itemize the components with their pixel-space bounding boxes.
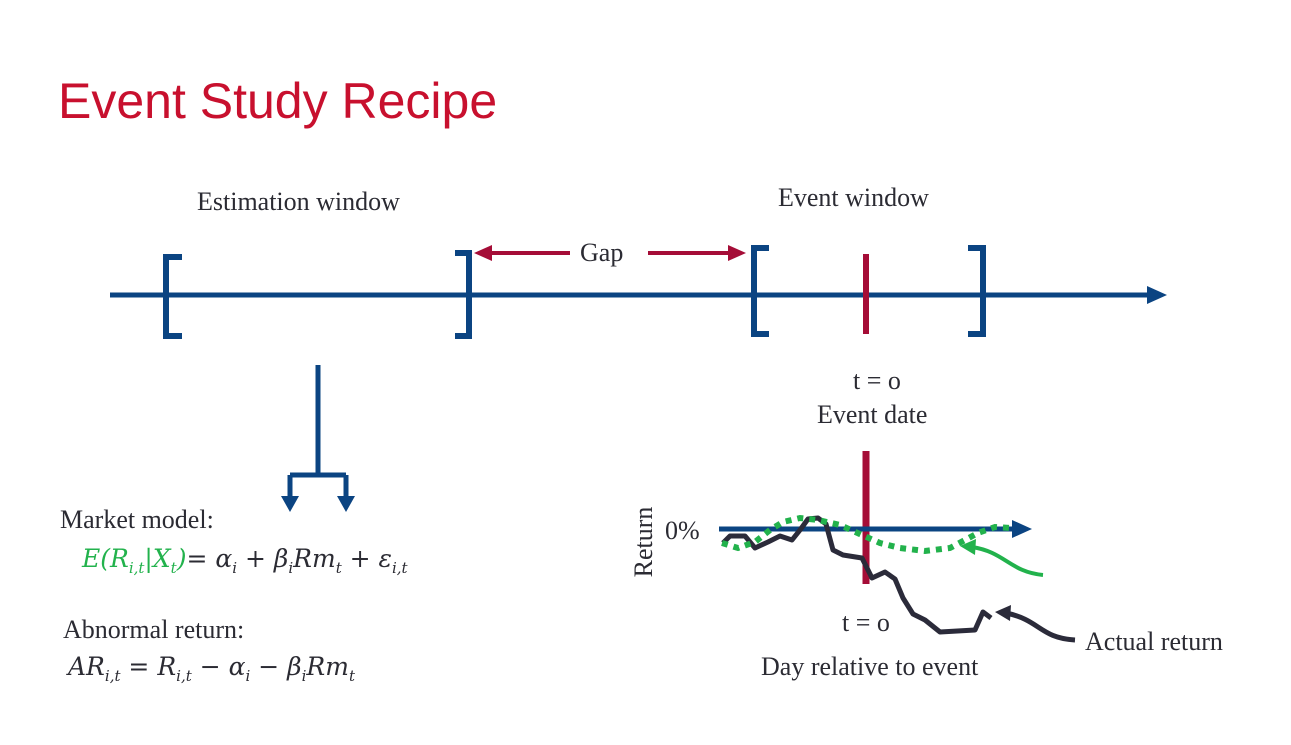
t0-label: t = o (853, 366, 901, 395)
event-date-label: Event date (817, 400, 928, 429)
estimation-close-bracket (455, 250, 472, 339)
slide-title: Event Study Recipe (58, 73, 498, 129)
x-axis-label: Day relative to event (761, 652, 979, 681)
chart-t0-label: t = o (842, 608, 890, 637)
market-model-equation: E(Ri,t|Xt)= αi + βiRmt + εi,t (82, 544, 408, 577)
market-model-label: Market model: (60, 505, 214, 534)
down-arrow-icon (337, 496, 355, 512)
y-axis-label: Return (629, 506, 658, 578)
abnormal-return-equation: ARi,t = Ri,t − αi − βiRmt (68, 652, 355, 685)
actual-return-pointer (1005, 610, 1076, 643)
event-open-bracket (751, 245, 769, 337)
gap-label: Gap (580, 238, 624, 267)
event-close-bracket (968, 245, 986, 337)
estimation-window-label: Estimation window (197, 187, 400, 216)
estimation-open-bracket (163, 254, 182, 339)
actual-return-label: Actual return (1085, 627, 1223, 656)
expected-return-pointer (971, 545, 1044, 577)
abnormal-return-label: Abnormal return: (63, 615, 245, 644)
zero-percent-label: 0% (665, 516, 700, 545)
event-window-label: Event window (778, 183, 929, 212)
down-arrow-icon (281, 496, 299, 512)
timeline-arrowhead (1147, 286, 1167, 304)
expected-return-line (721, 514, 1013, 555)
estimation-connector (287, 365, 349, 498)
actual-return-line (721, 515, 993, 635)
